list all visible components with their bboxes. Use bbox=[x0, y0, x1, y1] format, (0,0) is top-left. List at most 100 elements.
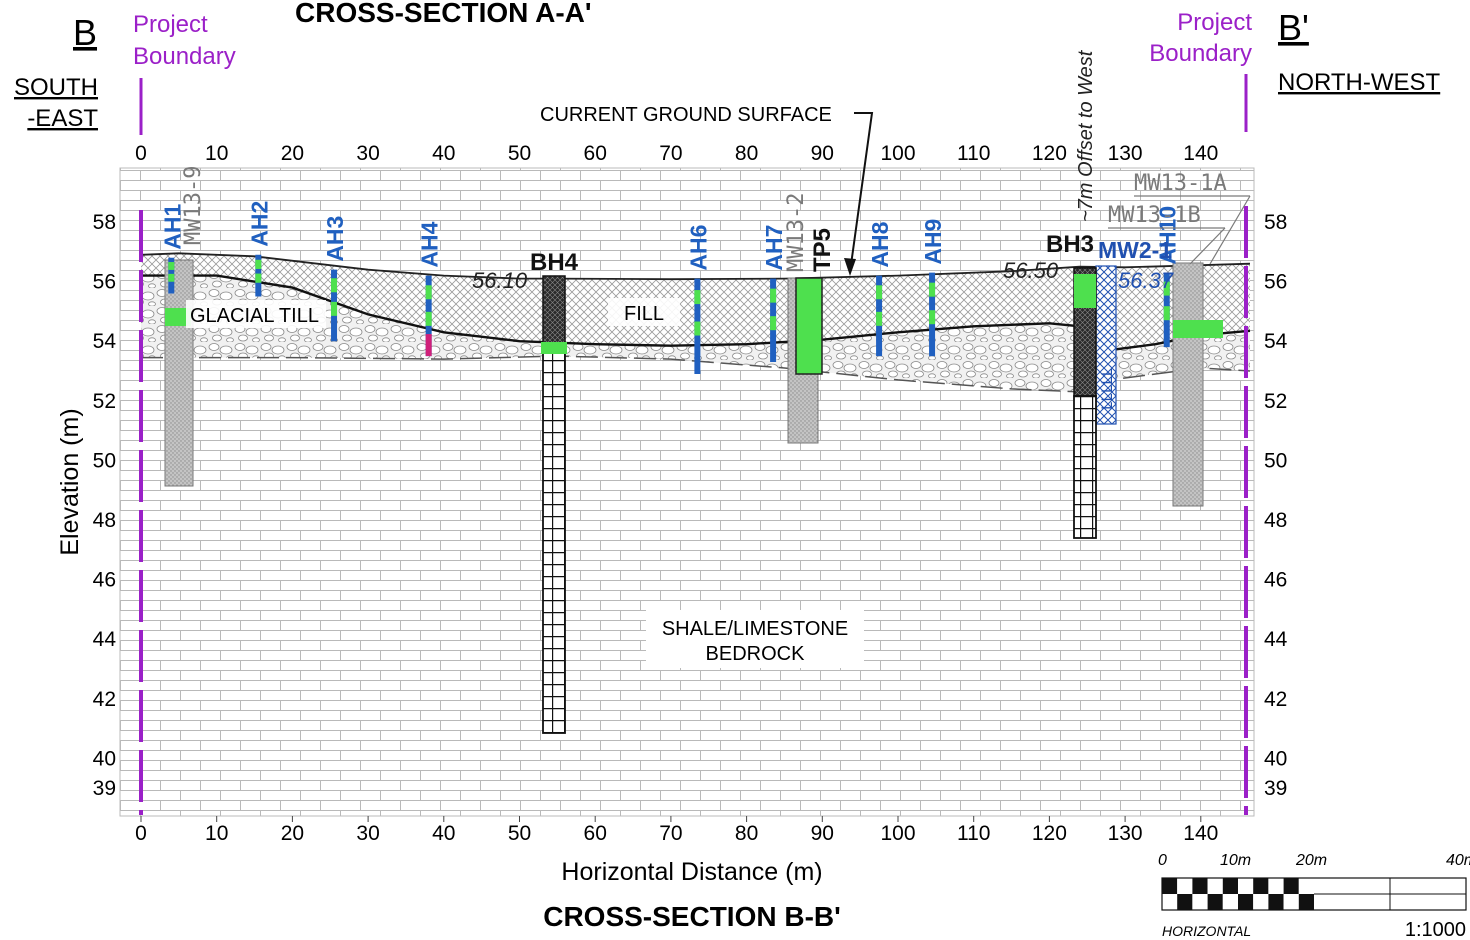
y-tick-left-label: 54 bbox=[93, 330, 117, 353]
auger-sample-interval bbox=[694, 290, 701, 305]
scale-checker-cell bbox=[1222, 878, 1238, 894]
scale-checker-cell bbox=[1177, 894, 1193, 910]
y-tick-left-label: 46 bbox=[93, 569, 116, 592]
auger-hole-label: AH10 bbox=[1155, 206, 1181, 265]
auger-sample-interval bbox=[876, 311, 883, 326]
scale-caption: HORIZONTAL bbox=[1162, 923, 1251, 939]
auger-sample-interval bbox=[425, 311, 432, 326]
x-tick-bottom-label: 0 bbox=[135, 822, 147, 845]
auger-sample-interval bbox=[770, 316, 777, 331]
x-tick-top-label: 30 bbox=[356, 142, 379, 165]
boreholes bbox=[541, 267, 1097, 734]
scale-checker-cell bbox=[1222, 894, 1238, 910]
x-tick-top-label: 80 bbox=[735, 142, 758, 165]
y-tick-right-label: 52 bbox=[1264, 390, 1287, 413]
x-tick-top-label: 10 bbox=[205, 142, 228, 165]
x-tick-bottom-label: 10 bbox=[205, 822, 228, 845]
elevation-mw2-1: 56.37 bbox=[1118, 268, 1174, 293]
auger-sample-interval bbox=[255, 259, 262, 269]
section-ends: B SOUTH -EAST B' NORTH-WEST bbox=[14, 7, 1441, 132]
x-tick-bottom-label: 50 bbox=[508, 822, 531, 845]
right-direction: NORTH-WEST bbox=[1278, 69, 1441, 96]
elevation-bh3: 56.50 bbox=[1003, 258, 1059, 283]
scale-checker-cell bbox=[1283, 894, 1299, 910]
auger-hole-label: AH1 bbox=[159, 204, 185, 250]
bedrock-contact-line bbox=[141, 355, 1251, 393]
bh4-label: BH4 bbox=[530, 249, 579, 276]
y-tick-left-label: 48 bbox=[93, 509, 116, 532]
y-tick-right-label: 42 bbox=[1264, 688, 1287, 711]
auger-hole-label: AH8 bbox=[867, 221, 893, 267]
scale-checker-cell bbox=[1298, 894, 1314, 910]
y-tick-left-label: 42 bbox=[93, 688, 116, 711]
till-top-line bbox=[141, 274, 1251, 352]
scale-ratio: 1:1000 bbox=[1405, 919, 1466, 940]
x-tick-bottom-label: 110 bbox=[957, 822, 990, 845]
auger-sample-interval bbox=[425, 334, 432, 357]
x-tick-top-label: 120 bbox=[1032, 142, 1067, 165]
mw13-9-sample bbox=[165, 308, 191, 326]
scale-checker-cell bbox=[1177, 878, 1193, 894]
ground-surface-leader bbox=[849, 112, 874, 273]
scale-checker-cell bbox=[1238, 878, 1254, 894]
bh4-rock-core bbox=[542, 342, 566, 734]
y-tick-left-label: 58 bbox=[93, 211, 116, 234]
scale-checker-cell bbox=[1268, 878, 1284, 894]
scale-checker-cell bbox=[1253, 894, 1269, 910]
auger-sample-interval bbox=[929, 310, 936, 325]
scale-checker-cell bbox=[1192, 878, 1208, 894]
auger-sample-interval bbox=[929, 282, 936, 297]
elevation-bh4: 56.10 bbox=[472, 268, 528, 293]
y-tick-right-label: 39 bbox=[1264, 777, 1287, 800]
x-tick-bottom-label: 130 bbox=[1108, 822, 1143, 845]
left-boundary-label-2: Boundary bbox=[133, 43, 236, 70]
auger-sample-interval bbox=[331, 301, 338, 316]
y-tick-right-label: 44 bbox=[1264, 628, 1288, 651]
auger-sample-interval bbox=[425, 285, 432, 300]
x-tick-bottom-label: 140 bbox=[1183, 822, 1218, 845]
scale-label-40m: 40m bbox=[1446, 852, 1470, 869]
x-tick-top-label: 110 bbox=[957, 142, 990, 165]
x-tick-top-label: 20 bbox=[281, 142, 304, 165]
auger-hole-label: AH2 bbox=[246, 201, 272, 247]
x-tick-bottom-label: 70 bbox=[659, 822, 682, 845]
fill-label-bg bbox=[608, 298, 680, 326]
bh3-label: BH3 bbox=[1046, 231, 1094, 258]
auger-sample-interval bbox=[694, 321, 701, 336]
left-direction-2: -EAST bbox=[27, 105, 98, 132]
x-tick-top-label: 90 bbox=[811, 142, 834, 165]
scale-label-20m: 20m bbox=[1295, 852, 1327, 869]
x-tick-bottom-label: 30 bbox=[356, 822, 379, 845]
auger-hole-label: AH9 bbox=[920, 219, 946, 265]
bedrock-label-1: SHALE/LIMESTONE bbox=[662, 618, 848, 640]
mw13-1b-leader bbox=[1189, 227, 1226, 265]
x-tick-top-label: 50 bbox=[508, 142, 531, 165]
mw13-1-well bbox=[1172, 262, 1204, 507]
offset-note: ~7m Offset to West bbox=[1075, 49, 1097, 222]
till-label: GLACIAL TILL bbox=[190, 305, 319, 327]
bh3-rock-core bbox=[1073, 395, 1097, 539]
scale-checker-cell bbox=[1162, 894, 1178, 910]
left-boundary-label-1: Project bbox=[133, 11, 208, 38]
x-axis-label: Horizontal Distance (m) bbox=[561, 858, 822, 886]
elevation-labels: 56.10 56.50 56.37 bbox=[472, 258, 1174, 293]
bh3-sample bbox=[1074, 274, 1096, 308]
x-tick-top-label: 70 bbox=[659, 142, 682, 165]
top-title: CROSS-SECTION A-A' bbox=[295, 0, 592, 28]
well-labels: MW13-9 MW13-2 TP5 BH4 BH3 MW2-1 MW13-1A … bbox=[181, 166, 1251, 276]
y-tick-left-label: 52 bbox=[93, 390, 116, 413]
y-tick-right-label: 58 bbox=[1264, 211, 1287, 234]
y-tick-left-label: 44 bbox=[93, 628, 117, 651]
y-tick-right-label: 56 bbox=[1264, 271, 1287, 294]
auger-sample-interval bbox=[331, 278, 338, 293]
right-boundary-label-1: Project bbox=[1177, 9, 1252, 36]
auger-sample-interval bbox=[255, 273, 262, 283]
scale-checker-cell bbox=[1283, 878, 1299, 894]
scale-checker-cell bbox=[1238, 894, 1254, 910]
x-tick-top-label: 100 bbox=[880, 142, 915, 165]
scale-checker-cell bbox=[1268, 894, 1284, 910]
